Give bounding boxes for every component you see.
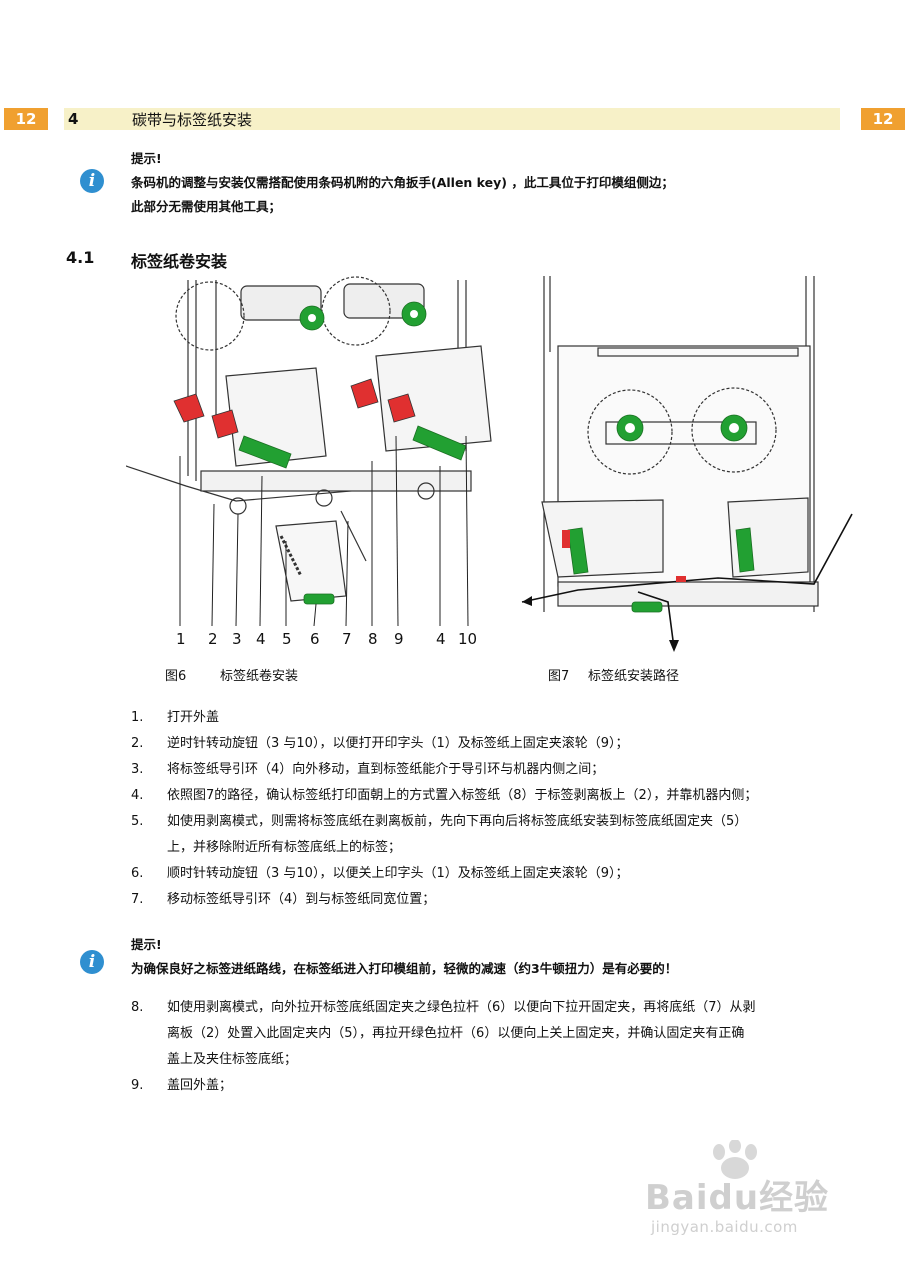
callout-label: 2 xyxy=(208,630,218,648)
figure-6-callouts: 1 2 3 4 5 6 7 8 9 4 10 xyxy=(126,630,506,650)
paw-icon xyxy=(713,1140,757,1179)
list-item: 1.打开外盖 xyxy=(131,710,220,725)
figure-7-caption-text: 标签纸安装路径 xyxy=(588,669,680,684)
watermark-brand: Baidu经验 xyxy=(645,1178,830,1218)
list-item: 离板（2）处置入此固定夹内（5），再拉开绿色拉杆（6）以便向上关上固定夹，并确认… xyxy=(167,1026,745,1041)
callout-label: 5 xyxy=(282,630,292,648)
callout-label: 4 xyxy=(256,630,266,648)
figure-6-caption-text: 标签纸卷安装 xyxy=(220,669,299,684)
callout-label: 8 xyxy=(368,630,378,648)
chapter-number: 4 xyxy=(68,110,79,128)
page-number-left: 12 xyxy=(4,108,48,130)
list-item: 8.如使用剥离模式，向外拉开标签底纸固定夹之绿色拉杆（6）以便向下拉开固定夹，再… xyxy=(131,1000,756,1015)
figure-7-caption-label: 图7 xyxy=(548,669,570,684)
note-box-1: 提示! 条码机的调整与安装仅需搭配使用条码机附的六角扳手(Allen key) … xyxy=(131,147,831,219)
baidu-watermark: Baidu经验 jingyan.baidu.com xyxy=(645,1140,875,1250)
callout-label: 3 xyxy=(232,630,242,648)
page-number-right: 12 xyxy=(861,108,905,130)
note-line: 条码机的调整与安装仅需搭配使用条码机附的六角扳手(Allen key) ，此工具… xyxy=(131,175,674,190)
section-number: 4.1 xyxy=(66,248,95,267)
figure-6-caption-label: 图6 xyxy=(165,669,187,684)
list-item: 2.逆时针转动旋钮（3 与10），以便打开印字头（1）及标签纸上固定夹滚轮（9）… xyxy=(131,736,629,751)
steps-list-b: 8.如使用剥离模式，向外拉开标签底纸固定夹之绿色拉杆（6）以便向下拉开固定夹，再… xyxy=(131,995,861,1099)
note-title: 提示! xyxy=(131,937,162,952)
callout-label: 6 xyxy=(310,630,320,648)
note-box-2: 提示! 为确保良好之标签进纸路线，在标签纸进入打印模组前，轻微的减速（约3牛顿扭… xyxy=(131,933,831,981)
list-item: 3.将标签纸导引环（4）向外移动，直到标签纸能介于导引环与机器内侧之间； xyxy=(131,762,605,777)
list-item: 5.如使用剥离模式，则需将标签底纸在剥离板前，先向下再向后将标签底纸安装到标签底… xyxy=(131,814,748,829)
callout-label: 10 xyxy=(458,630,478,648)
info-icon: i xyxy=(80,950,104,974)
steps-list-a: 1.打开外盖 2.逆时针转动旋钮（3 与10），以便打开印字头（1）及标签纸上固… xyxy=(131,705,871,913)
chapter-title: 碳带与标签纸安装 xyxy=(132,110,253,129)
list-item: 6.顺时针转动旋钮（3 与10），以便关上印字头（1）及标签纸上固定夹滚轮（9）… xyxy=(131,866,629,881)
list-item: 7.移动标签纸导引环（4）到与标签纸同宽位置； xyxy=(131,892,436,907)
figure-7-illustration xyxy=(521,276,853,652)
info-icon: i xyxy=(80,169,104,193)
list-item: 9.盖回外盖； xyxy=(131,1078,233,1093)
list-item: 上，并移除附近所有标签底纸上的标签； xyxy=(167,840,402,855)
note-title: 提示! xyxy=(131,151,162,166)
callout-label: 9 xyxy=(394,630,404,648)
list-item: 4.依照图7的路径，确认标签纸打印面朝上的方式置入标签纸（8）于标签剥离板上（2… xyxy=(131,788,758,803)
note-line: 为确保良好之标签进纸路线，在标签纸进入打印模组前，轻微的减速（约3牛顿扭力）是有… xyxy=(131,961,678,976)
callout-label: 1 xyxy=(176,630,186,648)
note-line: 此部分无需使用其他工具； xyxy=(131,199,282,214)
section-title: 标签纸卷安装 xyxy=(131,252,228,271)
callout-label: 7 xyxy=(342,630,352,648)
chapter-header: 4 碳带与标签纸安装 xyxy=(64,108,840,130)
callout-label: 4 xyxy=(436,630,446,648)
figure-6-illustration xyxy=(126,276,492,627)
watermark-url: jingyan.baidu.com xyxy=(651,1218,798,1236)
list-item: 盖上及夹住标签底纸； xyxy=(167,1052,298,1067)
